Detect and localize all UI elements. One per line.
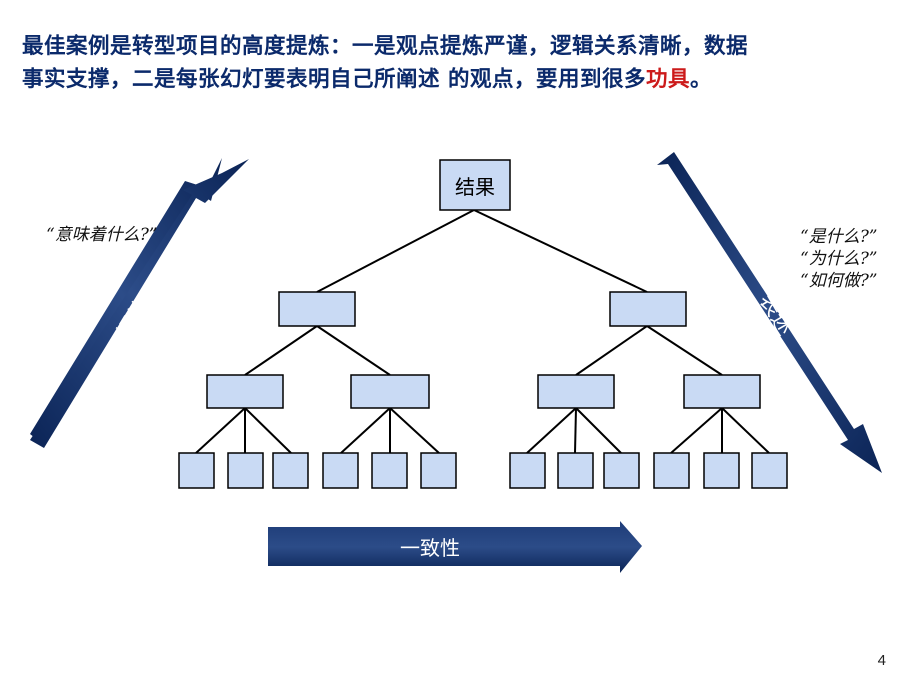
headline-line-1: 最佳案例是转型项目的高度提炼：一是观点提炼严谨，逻辑关系清晰，数据 xyxy=(22,34,749,59)
leaf-node xyxy=(603,452,640,489)
tree-node xyxy=(609,291,687,327)
headline-highlight: 功具 xyxy=(646,67,691,92)
leaf-node xyxy=(420,452,457,489)
quote-how: “如何做?” xyxy=(800,271,878,291)
headline-line-2: 事实支撑，二是每张幻灯要表明自己所阐述 的观点，要用到很多功具。 xyxy=(22,63,902,96)
tree-node xyxy=(350,374,430,409)
consistency-arrow xyxy=(268,521,642,573)
tree-connectors xyxy=(195,209,770,454)
root-node-label: 结果 xyxy=(455,175,495,199)
express-arrow-shape xyxy=(657,152,882,473)
tree-node xyxy=(278,291,356,327)
slide-headline: 最佳案例是转型项目的高度提炼：一是观点提炼严谨，逻辑关系清晰，数据 事实支撑，二… xyxy=(22,30,902,96)
leaf-node xyxy=(653,452,690,489)
leaf-node xyxy=(227,452,264,489)
leaf-node xyxy=(371,452,408,489)
left-quote: “意味着什么?” xyxy=(46,225,158,245)
leaf-node xyxy=(751,452,788,489)
tree-node xyxy=(537,374,615,409)
leaf-node xyxy=(322,452,359,489)
quote-what: “是什么?” xyxy=(800,227,878,247)
headline-line-2-text: 事实支撑，二是每张幻灯要表明自己所阐述 的观点，要用到很多 xyxy=(22,67,646,92)
leaf-node xyxy=(509,452,546,489)
leaf-node xyxy=(178,452,215,489)
quote-why: “为什么?” xyxy=(800,249,878,269)
refine-arrow-shape xyxy=(30,159,249,448)
leaf-node xyxy=(272,452,309,489)
leaf-node xyxy=(557,452,594,489)
consistency-arrow-label: 一致性 xyxy=(400,536,460,560)
tree-node xyxy=(206,374,284,409)
right-quotes: “是什么?” “为什么?” “如何做?” xyxy=(800,226,878,292)
tree-node xyxy=(683,374,761,409)
headline-line-2-end: 。 xyxy=(690,67,713,92)
page-number: 4 xyxy=(877,652,886,669)
leaf-node xyxy=(703,452,740,489)
root-node xyxy=(439,159,511,211)
